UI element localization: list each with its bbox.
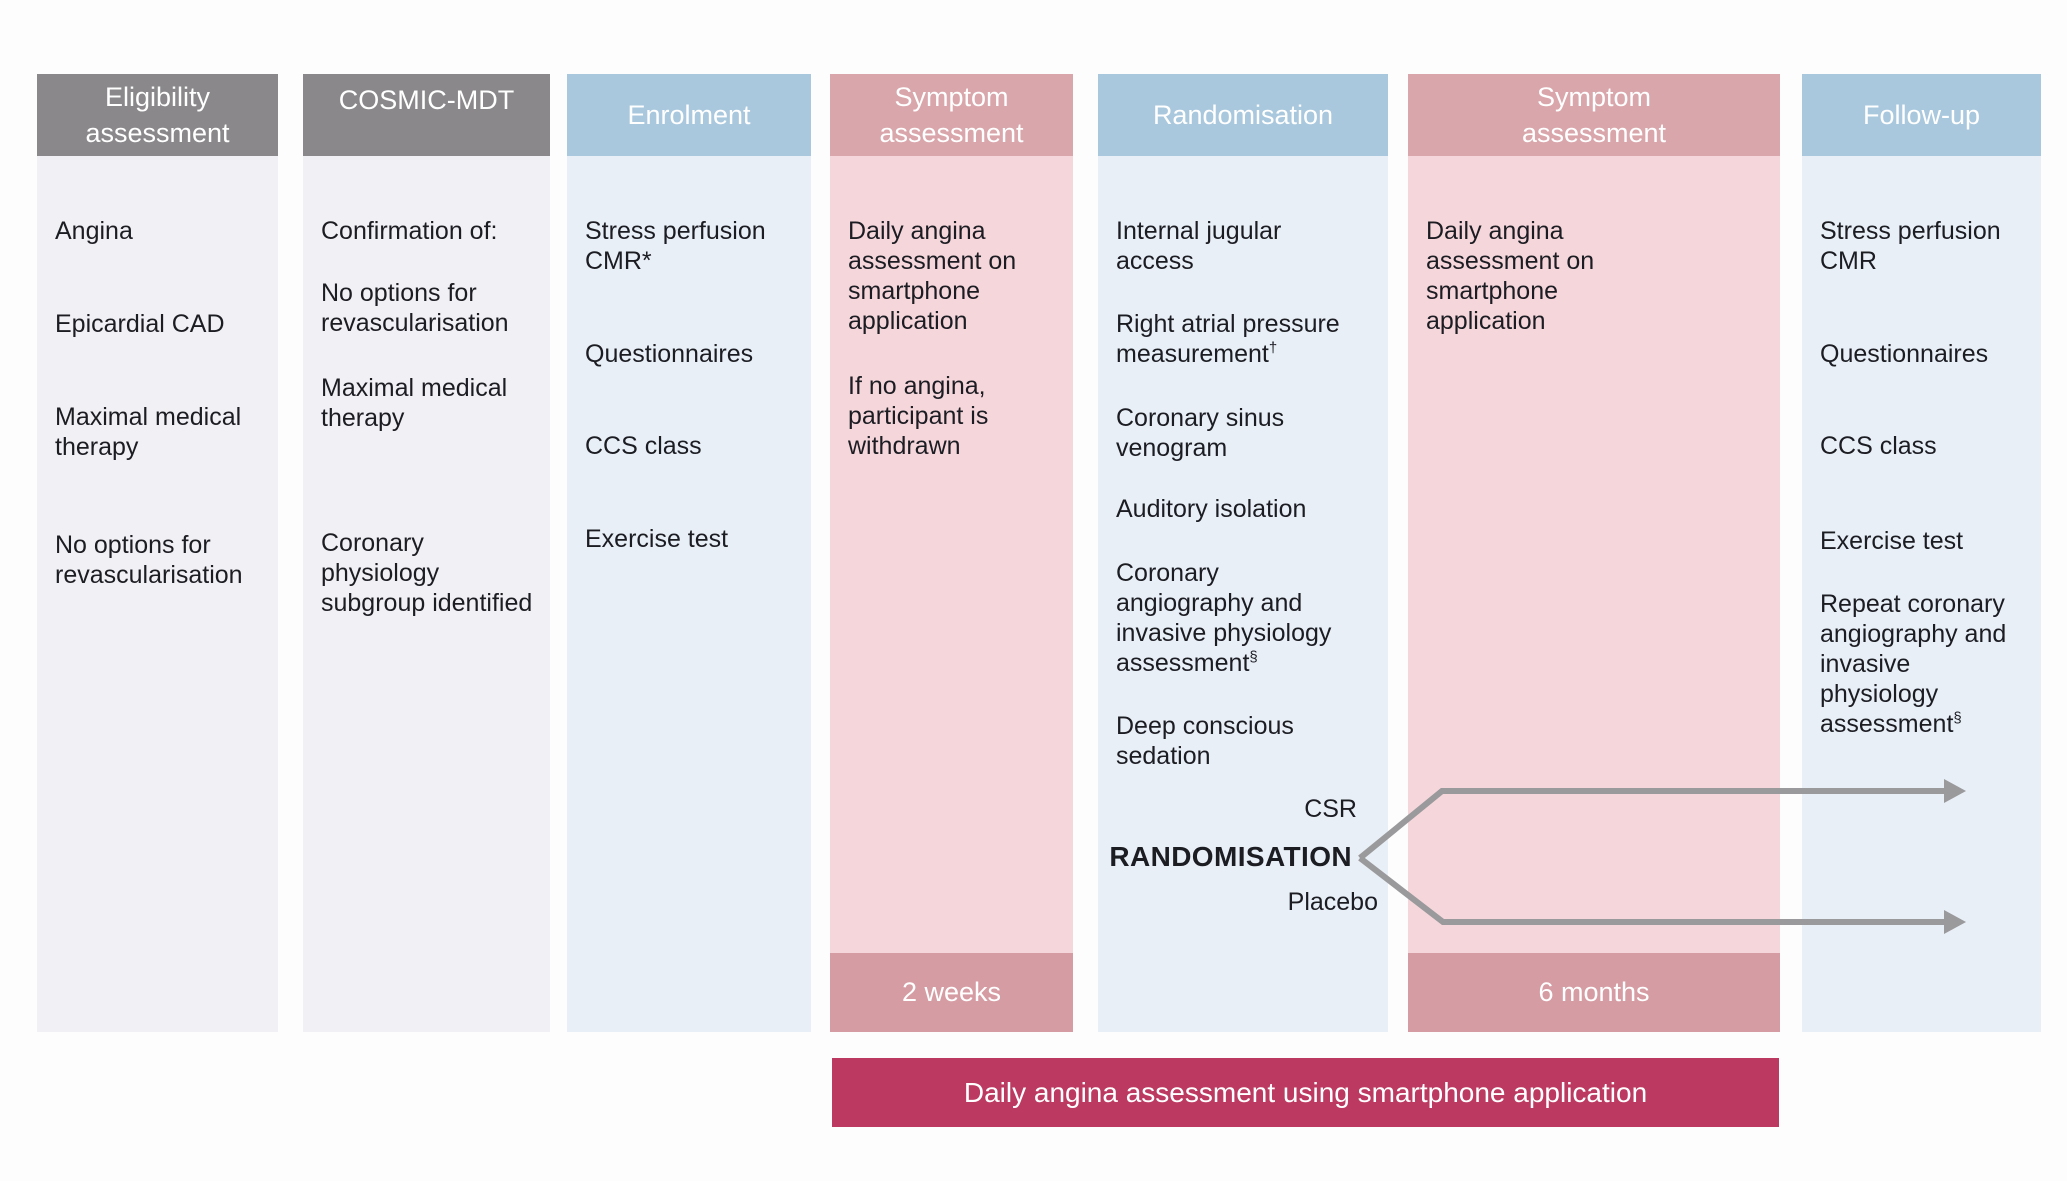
column-item: CCS class (1820, 432, 1937, 460)
column-item: Maximal medical therapy (321, 374, 508, 432)
column-header-symptom-assessment-6-months: Symptom assessment (1408, 74, 1780, 156)
column-item: Right atrial pressure measurement† (1116, 310, 1340, 368)
column-item: Daily angina assessment on smartphone ap… (1426, 217, 1595, 335)
column-item: Exercise test (585, 525, 729, 553)
column-header-follow-up: Follow-up (1802, 74, 2041, 156)
column-item: Stress perfusion CMR* (585, 217, 766, 275)
csr-arm-label: CSR (1304, 795, 1357, 823)
randomisation-split-label: RANDOMISATION (1109, 841, 1352, 872)
column-item: Exercise test (1820, 527, 1964, 555)
column-header-label: Eligibility assessment (85, 82, 230, 148)
column-cosmic-mdt: COSMIC-MDT Confirmation of: No options for… (303, 74, 550, 1032)
duration-bar-symptom-assessment-6-months: 6 months (1408, 953, 1780, 1032)
column-item: Coronary sinus venogram (1116, 404, 1285, 462)
column-header-label: Follow-up (1862, 100, 1981, 130)
column-header-cosmic-mdt: COSMIC-MDT (303, 74, 550, 156)
placebo-arm-label: Placebo (1287, 888, 1378, 916)
column-header-symptom-assessment-2-weeks: Symptom assessment (830, 74, 1073, 156)
column-item: If no angina, participant is withdrawn (848, 372, 989, 460)
column-header-eligibility-assessment: Eligibility assessment (37, 74, 278, 156)
column-body: Daily angina assessment on smartphone ap… (830, 156, 1073, 953)
column-item: Questionnaires (1820, 340, 1989, 368)
column-item: No options for revascularisation (321, 279, 509, 337)
column-item: Repeat coronary angiography and invasive… (1820, 590, 2007, 738)
column-item: Angina (55, 217, 133, 245)
column-item: Confirmation of: (321, 217, 498, 245)
column-item: CCS class (585, 432, 702, 460)
column-header-label: Symptom assessment (1521, 82, 1667, 148)
column-header-randomisation: Randomisation (1098, 74, 1388, 156)
column-header-label: Enrolment (627, 100, 751, 130)
column-body: Daily angina assessment on smartphone ap… (1408, 156, 1780, 953)
column-item: Auditory isolation (1116, 495, 1307, 523)
column-item: Daily angina assessment on smartphone ap… (848, 217, 1017, 335)
column-item: No options for revascularisation (55, 531, 243, 589)
column-item: Coronary physiology subgroup identified (321, 529, 533, 617)
column-item: Stress perfusion CMR (1820, 217, 2001, 275)
column-item: Internal jugular access (1116, 217, 1282, 275)
column-item: Questionnaires (585, 340, 754, 368)
column-header-enrolment: Enrolment (567, 74, 811, 156)
column-body: Confirmation of: No options for revascula… (303, 156, 550, 1032)
column-item: Maximal medical therapy (55, 403, 242, 461)
column-header-label: Randomisation (1152, 100, 1334, 130)
column-header-label: COSMIC-MDT (338, 85, 515, 115)
column-item: Deep conscious sedation (1116, 712, 1294, 770)
daily-angina-banner-label: Daily angina assessment using smartphone… (963, 1076, 1648, 1108)
duration-bar-symptom-assessment-2-weeks: 2 weeks (830, 953, 1073, 1032)
column-item: Epicardial CAD (55, 310, 225, 338)
column-item: Coronary angiography and invasive physio… (1116, 559, 1332, 677)
daily-angina-banner: Daily angina assessment using smartphone… (832, 1058, 1779, 1127)
column-header-label: Symptom assessment (879, 82, 1024, 148)
